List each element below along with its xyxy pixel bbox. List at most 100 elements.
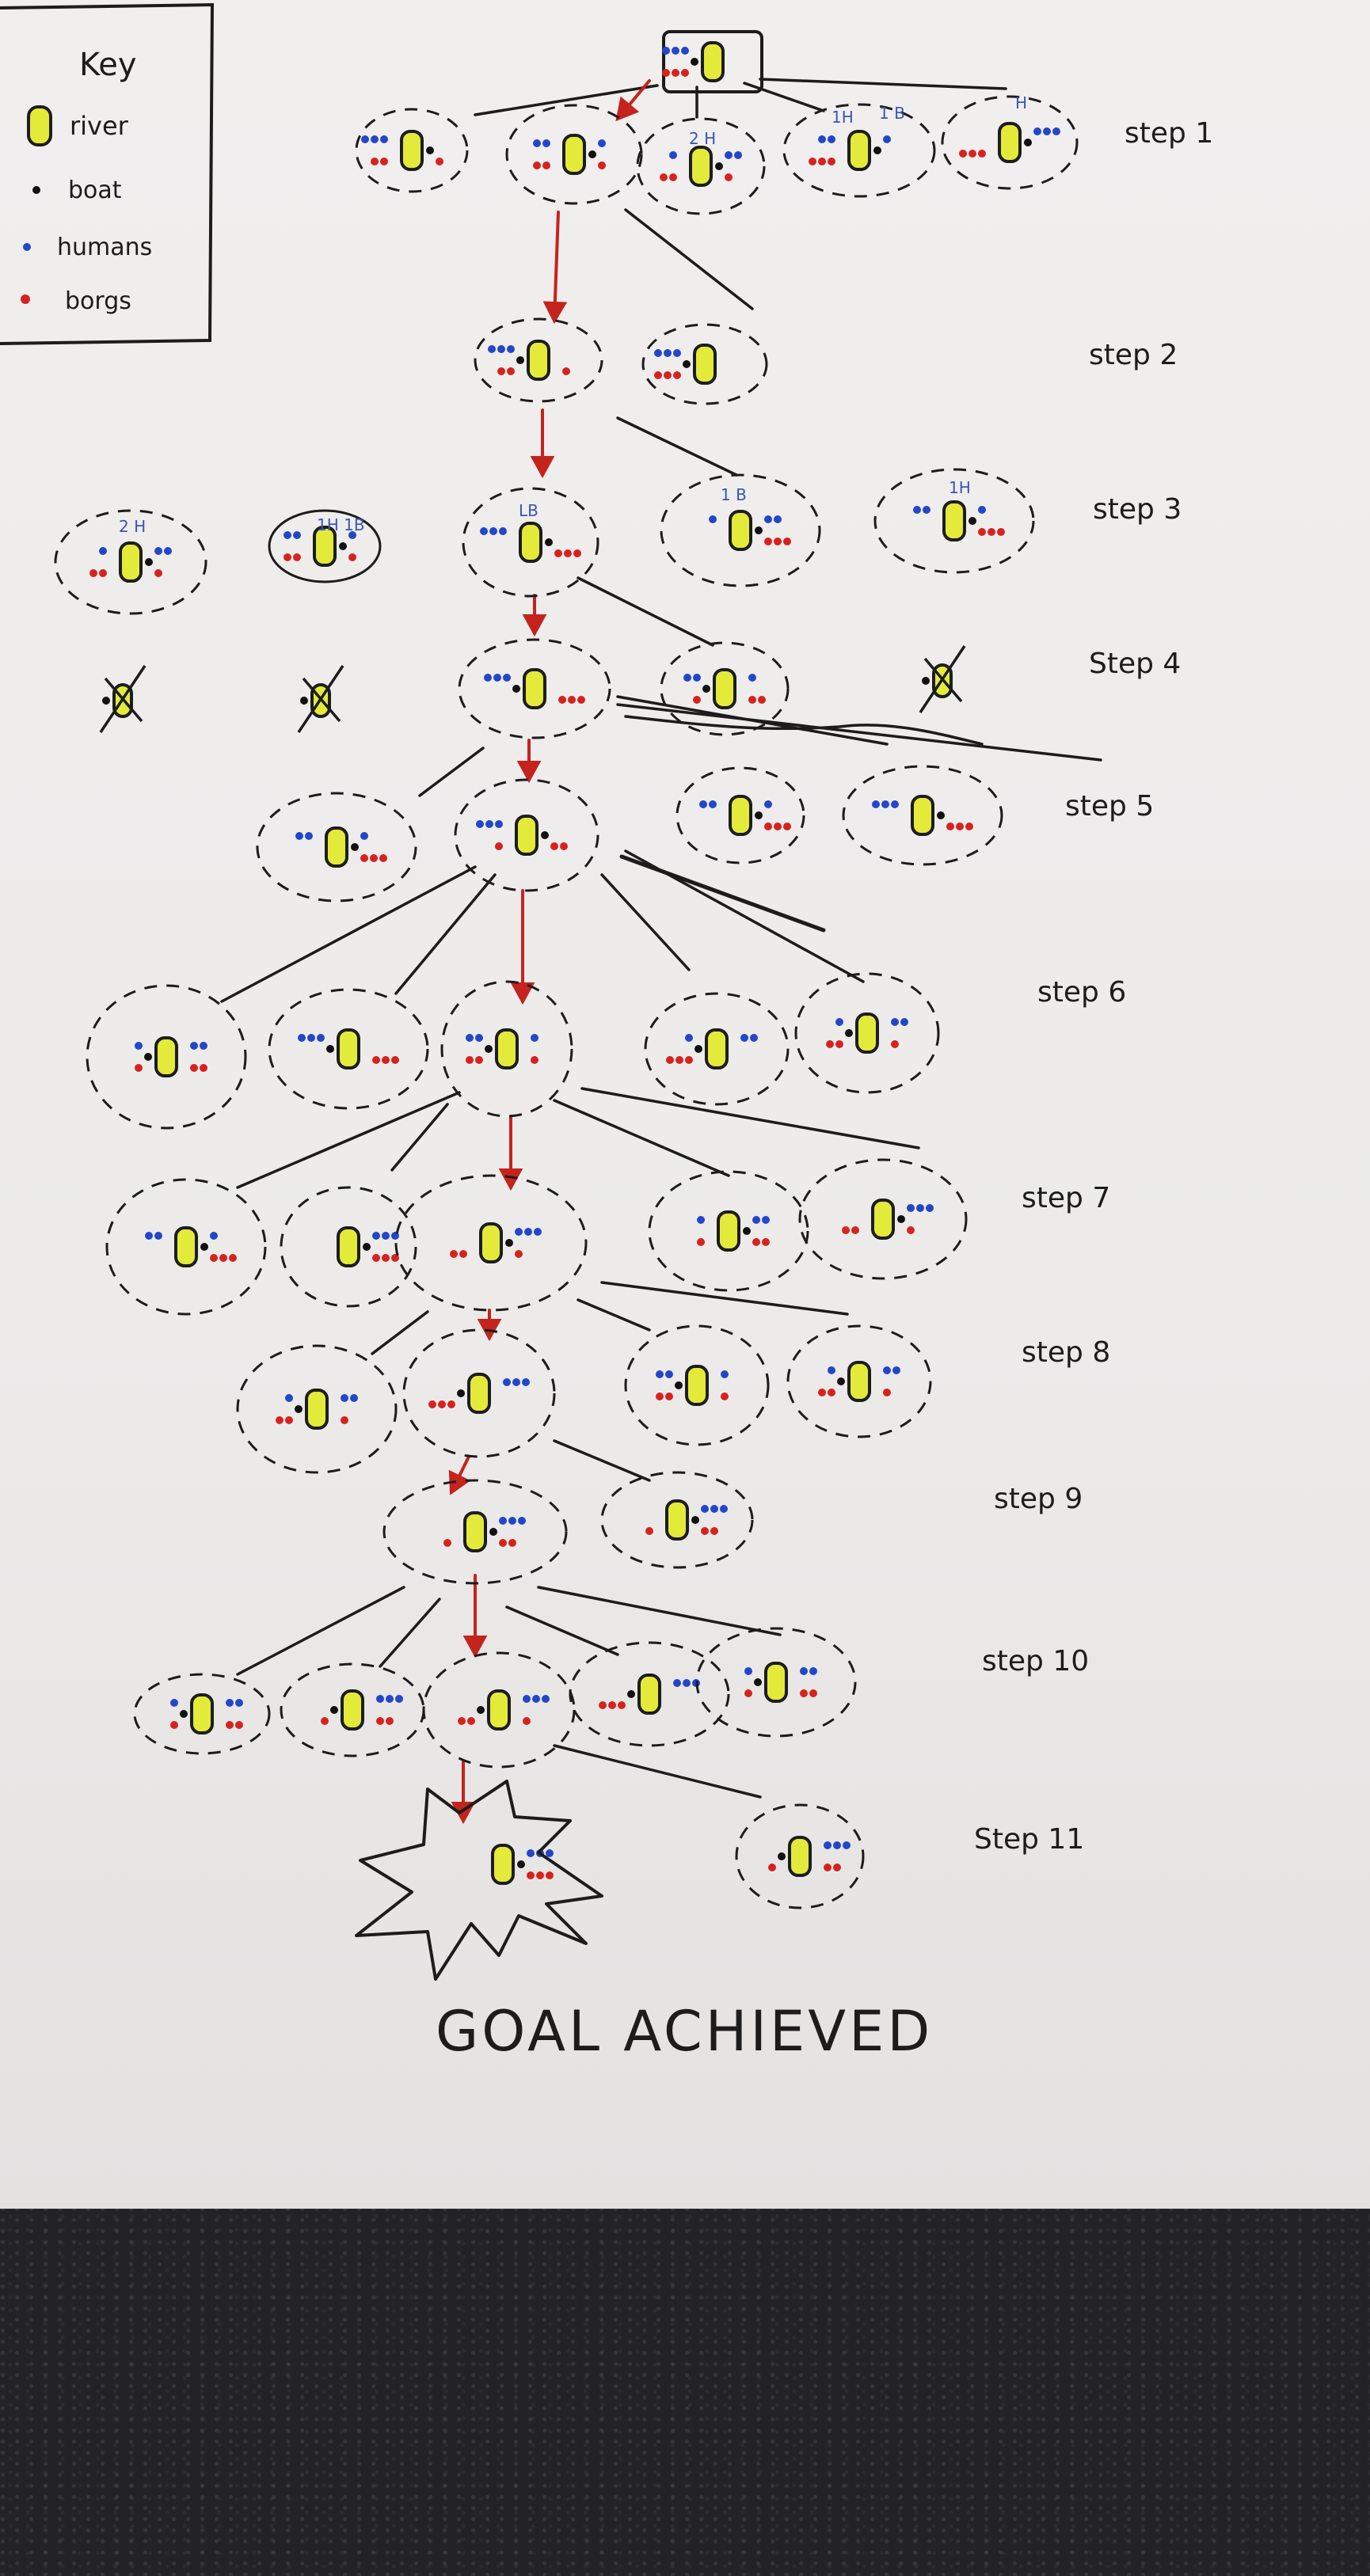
state-outline: [794, 972, 940, 1094]
borg-icon: [515, 1250, 523, 1258]
state-outline: [382, 1479, 568, 1585]
state-node: [268, 509, 382, 583]
river-icon: [637, 1674, 661, 1715]
river-icon: [341, 1689, 364, 1731]
state-outline: [86, 984, 247, 1130]
borg-icon: [946, 823, 954, 830]
state-outline: [636, 117, 766, 215]
key-label-river: river: [70, 111, 129, 141]
boat-icon: [755, 526, 763, 534]
step-label-2: step 2: [1089, 339, 1178, 371]
borg-icon: [276, 1416, 284, 1424]
human-icon: [683, 1679, 691, 1687]
human-icon: [683, 674, 691, 682]
borg-icon: [851, 1226, 859, 1234]
river-icon: [174, 1226, 198, 1267]
borg-icon: [774, 823, 782, 830]
borg-icon: [959, 150, 967, 158]
tree-edges: [220, 78, 1102, 1799]
human-icon: [923, 506, 930, 514]
state-outline: [941, 95, 1079, 190]
boat-icon: [339, 542, 347, 550]
borg-icon: [800, 1689, 808, 1697]
boat-icon: [363, 1243, 371, 1251]
human-icon: [485, 820, 493, 828]
human-icon: [380, 135, 388, 143]
state-node: [641, 323, 768, 405]
human-icon: [372, 1232, 380, 1240]
human-icon: [489, 527, 497, 535]
borg-icon: [285, 1416, 293, 1424]
boat-icon: [351, 843, 359, 851]
borg-icon: [673, 371, 681, 379]
boat-icon: [426, 146, 434, 154]
human-icon: [317, 1034, 325, 1042]
state-outline: [462, 487, 599, 598]
state-node: [133, 1673, 271, 1755]
node-label-s1-1b: 1 B: [879, 104, 905, 123]
state-node: [99, 665, 147, 733]
river-icon: [717, 1210, 740, 1252]
step-label-1: step 1: [1125, 117, 1213, 150]
borg-icon: [907, 1226, 915, 1234]
state-node: [798, 1158, 968, 1280]
state-outline: [133, 1673, 271, 1755]
state-outline: [648, 1170, 809, 1292]
borg-icon: [710, 1527, 718, 1535]
boat-icon: [541, 831, 549, 839]
human-icon: [843, 1841, 851, 1849]
human-icon: [709, 800, 717, 808]
borg-icon: [764, 538, 772, 545]
borg-icon: [550, 842, 558, 850]
borg-icon: [997, 528, 1005, 536]
borg-icon: [321, 1717, 329, 1725]
borg-icon: [660, 173, 668, 181]
state-outline: [660, 641, 790, 736]
boat-icon: [200, 1243, 208, 1251]
human-icon: [361, 135, 369, 143]
human-icon: [518, 1517, 526, 1525]
river-icon: [665, 1499, 689, 1541]
human-icon: [1043, 127, 1051, 135]
boat-icon: [144, 1053, 152, 1061]
human-icon: [546, 1849, 554, 1857]
human-icon: [466, 1034, 474, 1042]
state-node: [660, 473, 821, 587]
human-icon: [210, 1232, 218, 1240]
river-icon: [701, 41, 725, 82]
solution-arrow-head: [516, 761, 542, 784]
human-icon: [883, 135, 891, 143]
river-icon: [119, 541, 143, 583]
borg-icon: [536, 1871, 544, 1879]
river-icon: [693, 344, 717, 385]
step-label-3: step 3: [1093, 493, 1182, 526]
borg-icon: [666, 1056, 674, 1064]
borg-icon: [542, 161, 550, 169]
borg-icon: [497, 367, 505, 375]
solution-arrow-head: [510, 982, 535, 1005]
key-label-humans: humans: [57, 234, 152, 261]
boat-icon: [326, 1045, 334, 1053]
state-node: [297, 665, 344, 733]
human-icon: [1033, 127, 1041, 135]
human-icon: [395, 1695, 403, 1703]
human-icon: [891, 1018, 899, 1026]
borg-icon: [135, 1064, 143, 1072]
borg-icon: [284, 553, 291, 561]
river-icon: [495, 1028, 519, 1070]
node-label-s3-lb: LB: [519, 501, 538, 520]
boat-icon: [485, 1045, 493, 1053]
boat-icon: [457, 1389, 465, 1397]
state-node: [86, 984, 247, 1130]
borg-icon: [608, 1701, 616, 1709]
borg-icon: [568, 696, 576, 704]
boat-icon: [754, 1678, 762, 1686]
human-icon: [382, 1232, 390, 1240]
borg-icon: [783, 538, 791, 545]
state-outline: [474, 317, 603, 403]
state-node: [675, 766, 805, 864]
borg-icon: [577, 696, 585, 704]
key-box: [0, 2, 215, 345]
borg-icon: [978, 150, 986, 158]
human-icon: [170, 1699, 178, 1707]
